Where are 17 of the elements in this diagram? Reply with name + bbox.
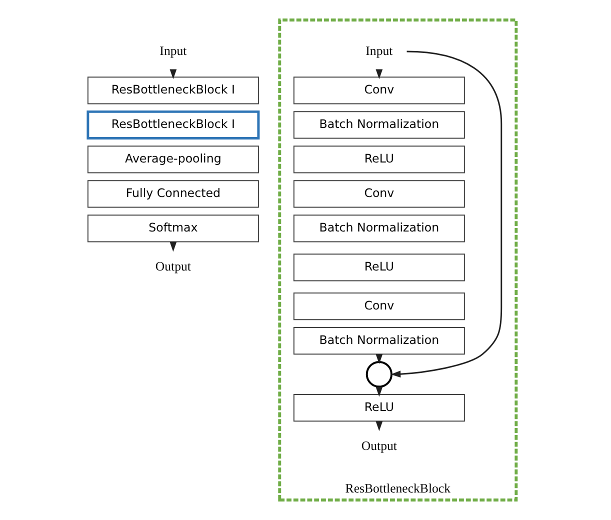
node-box: Conv [292, 76, 464, 104]
node-box: Batch Normalization [292, 111, 464, 139]
arrow [375, 386, 382, 397]
node-box: Average-pooling [86, 146, 258, 174]
node-box: ResBottleneckBlock I [86, 76, 258, 104]
node-box: Batch Normalization [292, 214, 464, 242]
node-box: ResBottleneckBlock I [86, 110, 260, 140]
node-text: Input [365, 44, 392, 58]
node-text: Output [360, 439, 396, 454]
node-box: ReLU [292, 254, 464, 282]
node-box: Conv [292, 292, 464, 320]
node-text: Output [154, 260, 190, 274]
node-text: Input [159, 44, 186, 58]
node-box: Conv [292, 180, 464, 208]
node-box: ReLU [292, 146, 464, 174]
node-box: Fully Connected [86, 180, 258, 208]
arrow [390, 50, 502, 378]
